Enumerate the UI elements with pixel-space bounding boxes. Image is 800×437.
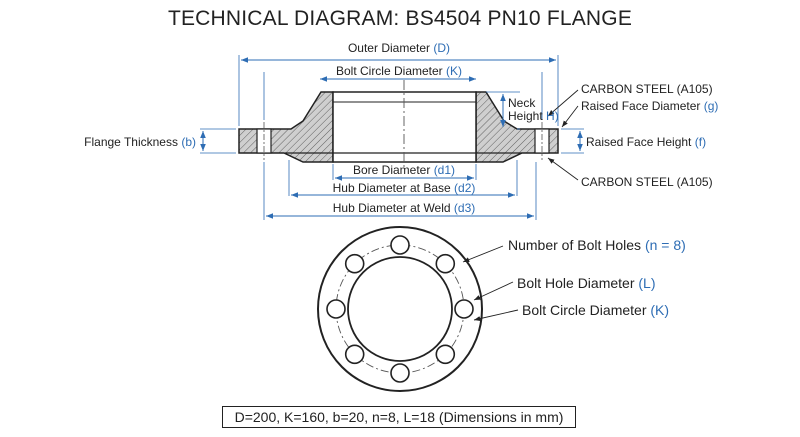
label-raised-face-height: Raised Face Height (f): [586, 135, 706, 149]
bolt-hole: [435, 344, 456, 365]
section-view: Outer Diameter (D) Bolt Circle Diameter …: [84, 41, 718, 220]
label-flange-thickness: Flange Thickness (b): [84, 135, 196, 149]
section-bolt-hole-right: [534, 128, 550, 154]
label-outer-diameter: Outer Diameter (D): [348, 41, 450, 55]
label-neck-height: Height H): [508, 109, 559, 123]
label-hub-weld: Hub Diameter at Weld (d3): [333, 201, 476, 215]
plan-bolt-holes: [326, 235, 474, 383]
bolt-hole: [390, 363, 410, 383]
bolt-hole: [390, 235, 410, 255]
label-bolt-circle-top: Bolt Circle Diameter (K): [336, 64, 462, 78]
spec-box: D=200, K=160, b=20, n=8, L=18 (Dimension…: [222, 406, 576, 428]
section-left-half: [238, 91, 334, 163]
bolt-hole: [344, 344, 365, 365]
label-raised-face-diameter: Raised Face Diameter (g): [581, 99, 718, 113]
label-neck: Neck: [508, 96, 536, 110]
label-material-top: CARBON STEEL (A105): [581, 82, 713, 96]
label-hub-base: Hub Diameter at Base (d2): [333, 181, 476, 195]
diagram-title: TECHNICAL DIAGRAM: BS4504 PN10 FLANGE: [167, 7, 633, 30]
plan-raised-face-circle: [347, 256, 453, 362]
label-bolt-circle-plan: Bolt Circle Diameter (K): [522, 302, 669, 318]
bolt-hole: [435, 253, 456, 274]
bore-cavity: [332, 91, 477, 163]
label-bolt-hole-diameter: Bolt Hole Diameter (L): [517, 275, 656, 291]
section-bolt-hole-left: [256, 128, 272, 154]
label-bore-diameter: Bore Diameter (d1): [353, 163, 455, 177]
bolt-hole: [454, 299, 474, 319]
bolt-hole: [344, 253, 365, 274]
plan-view: Number of Bolt Holes (n = 8) Bolt Hole D…: [317, 226, 686, 392]
bolt-hole: [326, 299, 346, 319]
label-material-bottom: CARBON STEEL (A105): [581, 175, 713, 189]
label-number-of-bolt-holes: Number of Bolt Holes (n = 8): [508, 237, 686, 253]
